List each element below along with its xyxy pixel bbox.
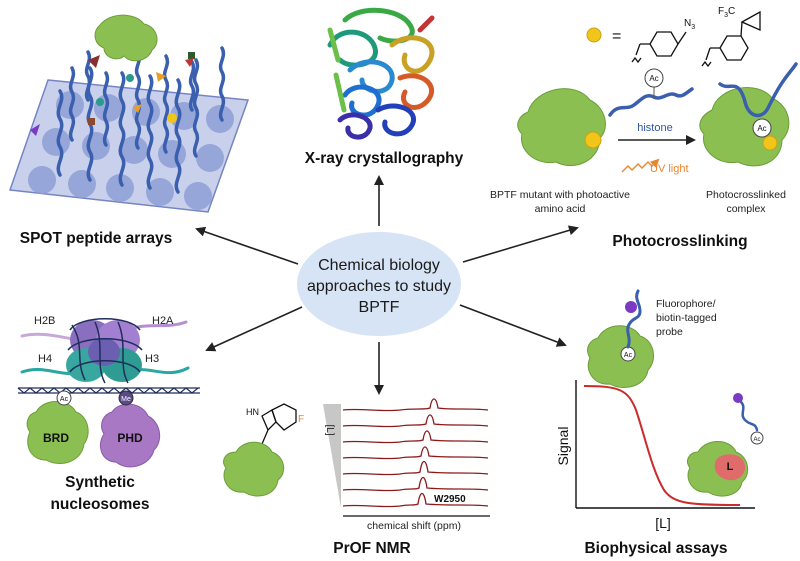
nmr-title: PrOF NMR	[333, 540, 411, 557]
complex-caption-1: Photocrosslinked	[706, 189, 786, 201]
me-label-nuc: Me	[121, 396, 131, 403]
photo-title: Photocrosslinking	[612, 233, 747, 250]
me-badge-nuc	[118, 390, 134, 406]
crosslink-aa-icon	[762, 135, 778, 151]
nucleosome-panel: H2B H2A H4 H3 Ac Me BRD PHD Synthetic nu…	[17, 315, 200, 513]
ac-badge-photo	[644, 68, 664, 88]
spot-panel: SPOT peptide arrays	[8, 14, 250, 247]
phd-domain	[100, 403, 161, 468]
brd-label: BRD	[43, 431, 69, 445]
ligand-label: L	[727, 461, 734, 473]
probe-caption-2: biotin-tagged	[656, 312, 717, 324]
azide-label: N3	[684, 18, 695, 31]
peak-label: W2950	[434, 494, 466, 505]
azide-n: N	[684, 18, 691, 29]
diazirine-subscript: 3	[724, 12, 728, 19]
array-modifications	[30, 52, 195, 136]
assays-panel: Ac Fluorophore/ biotin-tagged probe Sign…	[555, 289, 764, 557]
hn-label: HN	[246, 407, 259, 417]
center-bubble	[297, 232, 461, 336]
spot-title: SPOT peptide arrays	[20, 230, 172, 247]
mutant-caption-1: BPTF mutant with photoactive	[490, 189, 630, 201]
diazirine-label: F3C	[718, 6, 735, 19]
xray-panel: X-ray crystallography	[305, 7, 464, 167]
ac-badge-nuc	[56, 390, 72, 406]
h4-label: H4	[38, 353, 52, 365]
histone-label: histone	[637, 122, 672, 134]
ac-label-probe: Ac	[624, 352, 633, 359]
ligand-shape	[714, 454, 746, 481]
nmr-panel: HN F [L] W2950 chemical shift (ppm) PrOF…	[223, 398, 490, 557]
arrow-to-nucleosome	[205, 306, 303, 352]
crosslinked-peptide	[718, 62, 798, 118]
ac-label-complex: Ac	[757, 124, 766, 133]
nucleosome-title-1: Synthetic	[65, 474, 135, 491]
photo-equals: =	[612, 28, 621, 45]
ac-label-nuc: Ac	[60, 396, 69, 403]
azido-phe-structure	[631, 31, 687, 64]
conc-label: [L]	[324, 424, 335, 435]
bptf-mutant-protein	[517, 88, 606, 167]
arrow-to-assays	[459, 304, 567, 347]
photo-panel: = N3 F3C Ac histone	[490, 6, 798, 250]
bptf-protein-probe	[587, 325, 655, 388]
concentration-wedge	[323, 404, 341, 508]
array-peptides	[56, 46, 226, 194]
arrow-to-photo	[462, 225, 579, 263]
mutant-caption-2: amino acid	[535, 203, 586, 215]
protein-structure-ribbon	[327, 7, 435, 140]
bptf-protein-nmr	[223, 441, 285, 497]
assay-x-label: [L]	[655, 515, 671, 531]
arrow-to-spot	[195, 226, 299, 265]
nmr-x-label: chemical shift (ppm)	[367, 520, 461, 532]
bptf-protein-spot	[94, 14, 158, 62]
diazirine-f: F	[718, 6, 724, 17]
assay-y-label: Signal	[555, 427, 571, 466]
center-line-3: BPTF	[359, 299, 400, 316]
histone-peptide	[608, 87, 694, 117]
center-node: Chemical biology approaches to study BPT…	[297, 232, 461, 336]
dna-wrap	[67, 318, 143, 384]
free-probe-peptide	[739, 400, 759, 432]
nucleosome-title-2: nucleosomes	[50, 496, 149, 513]
azide-subscript: 3	[691, 24, 695, 31]
diazirine-c: C	[728, 6, 735, 17]
phd-label: PHD	[117, 431, 143, 445]
complex-caption-2: complex	[726, 203, 766, 215]
probe-peptide	[626, 289, 642, 349]
ac-label-free: Ac	[753, 437, 760, 443]
binding-curve	[583, 385, 741, 506]
fluorophore-icon	[625, 301, 637, 313]
probe-caption-3: probe	[656, 326, 683, 338]
uv-light-arrow	[621, 158, 660, 173]
ac-badge-free	[750, 431, 764, 445]
linker-dna	[17, 387, 200, 394]
ac-badge-complex	[752, 118, 772, 138]
photoactive-aa-icon	[584, 131, 602, 149]
probe-caption-1: Fluorophore/	[656, 298, 716, 310]
connector-arrows	[195, 175, 579, 395]
uv-light-label: UV light	[650, 163, 689, 175]
ac-label-photo: Ac	[649, 74, 658, 83]
nmr-spectra	[342, 398, 489, 508]
h2a-label: H2A	[152, 315, 174, 327]
assays-title: Biophysical assays	[584, 540, 727, 557]
brd-domain	[26, 401, 89, 464]
h3-label: H3	[145, 353, 159, 365]
xray-title: X-ray crystallography	[305, 150, 464, 167]
center-line-2: approaches to study	[307, 278, 451, 295]
h2b-label: H2B	[34, 315, 55, 327]
diazirine-phe-structure	[701, 10, 761, 68]
fluorophore-free-icon	[733, 393, 743, 403]
photoactive-aa-key-icon	[586, 27, 602, 43]
f-label: F	[298, 414, 304, 425]
center-line-1: Chemical biology	[318, 257, 440, 274]
histone-octamer	[66, 320, 142, 382]
